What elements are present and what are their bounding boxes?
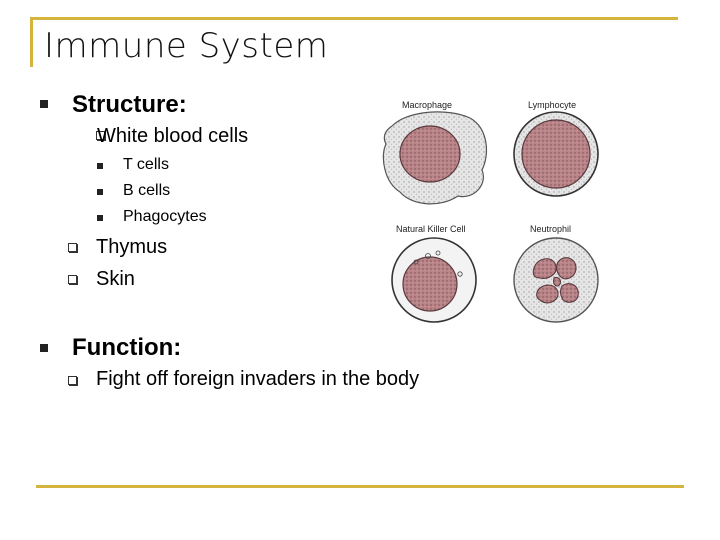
white-blood-cells-item: White blood cells <box>97 125 249 147</box>
structure-heading: Structure: <box>72 91 187 118</box>
nk-cell-nucleus <box>402 256 458 312</box>
neutrophil-label: Neutrophil <box>530 224 571 234</box>
tcells-bullet <box>97 163 103 169</box>
left-accent-line <box>30 17 33 67</box>
bcells-bullet <box>97 189 103 195</box>
thymus-bullet <box>68 243 77 252</box>
nk-cell-label: Natural Killer Cell <box>396 224 466 234</box>
thymus-item: Thymus <box>96 236 168 258</box>
lymphocyte-nucleus <box>521 119 591 189</box>
skin-item: Skin <box>96 268 135 290</box>
fight-bullet <box>68 376 77 385</box>
structure-bullet <box>40 100 48 108</box>
phagocytes-item: Phagocytes <box>123 208 207 225</box>
lymphocyte-label: Lymphocyte <box>528 100 576 110</box>
macrophage-nucleus <box>399 125 461 183</box>
function-heading: Function: <box>72 334 182 361</box>
bottom-accent-line <box>36 485 684 488</box>
wbc-bullet <box>96 131 105 140</box>
fight-invaders-item: Fight off foreign invaders in the body <box>96 368 420 390</box>
function-bullet <box>40 344 48 352</box>
skin-bullet <box>68 275 77 284</box>
b-cells-item: B cells <box>123 182 171 199</box>
macrophage-label: Macrophage <box>402 100 452 110</box>
top-accent-line <box>30 17 678 20</box>
t-cells-item: T cells <box>123 156 169 173</box>
slide-title: Immune System <box>44 26 329 66</box>
white-blood-cells-figure: Macrophage Lymphocyte Natural Killer Cel… <box>382 100 599 323</box>
phagocytes-bullet <box>97 215 103 221</box>
neutrophil-nucleus-lobes <box>532 257 579 304</box>
